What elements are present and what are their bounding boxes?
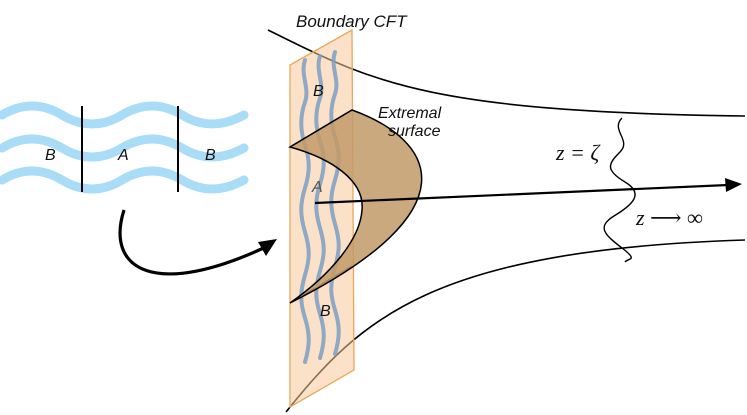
wave-top [0,101,249,129]
bulk-boundary-top [267,29,746,117]
radial-arrow-head [725,178,742,192]
label-extremal: Extremal [378,105,442,122]
slab-wave-2 [314,54,326,360]
boundary-waves-left [0,101,249,194]
label-left-a: A [117,147,129,164]
label-z-infinity: z ⟶ ∞ [635,205,703,230]
cutoff-surface-wiggle [603,117,636,263]
wave-bottom [0,166,249,194]
curved-arrow-head [258,239,277,256]
radial-arrow [314,183,729,205]
label-surface: surface [388,123,441,140]
slab-wave-1 [299,58,311,364]
label-slab-a: A [311,179,323,196]
label-slab-b-bottom: B [320,303,331,320]
label-slab-b-top: B [313,83,324,100]
label-z-zeta: z = ζ [555,140,601,165]
label-left-b: B [45,147,56,164]
wave-middle [0,134,249,162]
curved-arrow [118,209,271,276]
label-boundary-cft: Boundary CFT [296,12,408,31]
extremal-surface [288,109,423,304]
label-left-b2: B [205,147,216,164]
